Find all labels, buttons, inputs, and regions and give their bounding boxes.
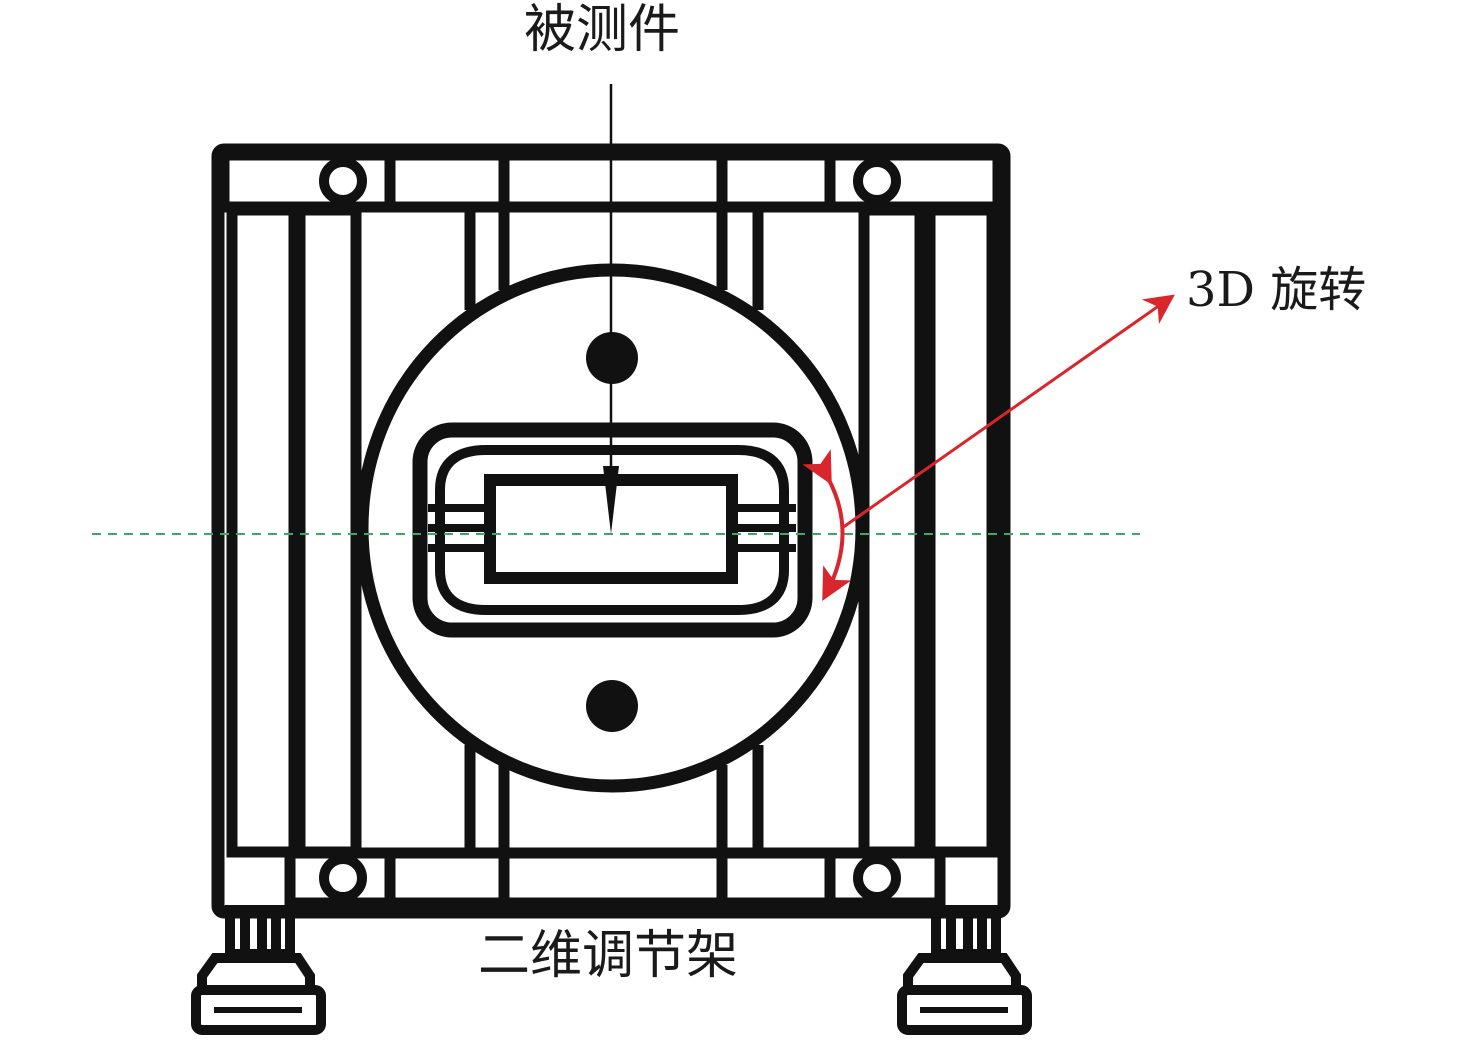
bottom-bolts xyxy=(319,854,901,902)
stage-label: 二维调节架 xyxy=(478,926,739,986)
right-outer-post xyxy=(924,204,998,858)
left-outer-post xyxy=(226,204,300,858)
top-bolts xyxy=(319,157,901,205)
left-foot xyxy=(191,905,326,1035)
rotation-disc xyxy=(355,263,869,793)
bottom-beam xyxy=(284,847,946,909)
specimen-label: 被测件 xyxy=(524,0,681,60)
rotation-arc-arrow xyxy=(802,449,852,602)
right-foot xyxy=(897,905,1032,1035)
rotation-leader-arrow xyxy=(841,294,1175,530)
disc-hole-bottom xyxy=(586,680,638,732)
specimen-pointer-arrowhead xyxy=(603,466,619,534)
rotation-label: 3D 旋转 xyxy=(1186,262,1367,318)
